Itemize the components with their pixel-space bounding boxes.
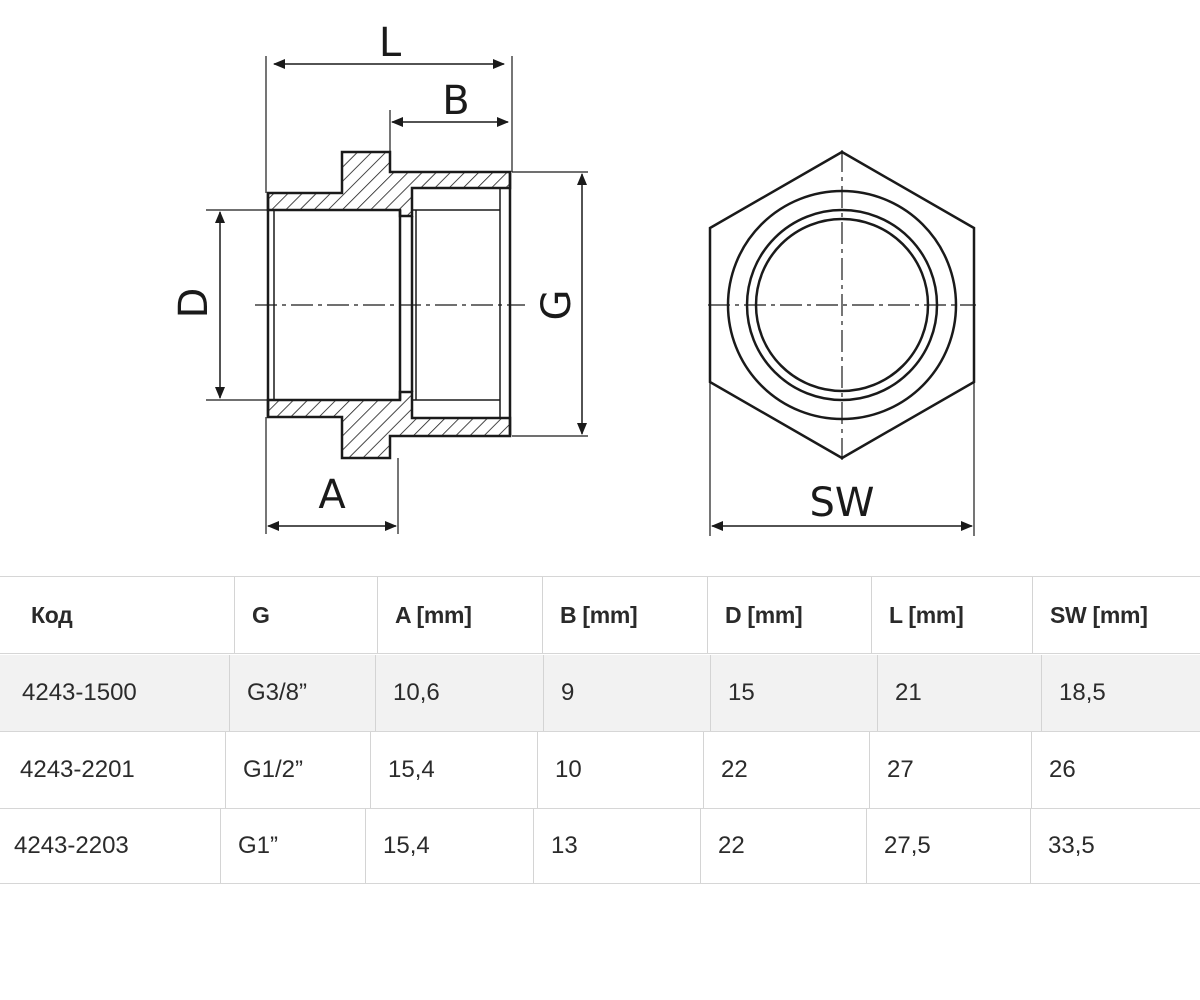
cell-sw: 18,5 [1041,655,1200,731]
table-row: 4243-1500 G3/8” 10,6 9 15 21 18,5 [0,655,1200,732]
cell-sw: 33,5 [1030,808,1200,883]
cell-code: 4243-2201 [20,756,135,783]
cell-a: 15,4 [365,808,533,883]
cell-a: 15,4 [370,732,537,808]
cell-d: 22 [700,808,866,883]
header-l: L [mm] [871,577,1032,653]
table-row: 4243-2201 G1/2” 15,4 10 22 27 26 [0,732,1200,809]
cell-a: 10,6 [375,655,543,731]
cell-b: 13 [533,808,700,883]
cell-code: 4243-2203 [14,831,129,859]
cell-d: 15 [710,655,877,731]
header-code: Код [31,601,73,628]
cell-l: 21 [877,655,1041,731]
dim-label-sw: SW [810,480,875,526]
cell-b: 9 [543,655,710,731]
cell-sw: 26 [1031,732,1200,808]
cell-d: 22 [703,732,869,808]
header-sw: SW [mm] [1032,577,1200,653]
cell-l: 27,5 [866,808,1030,883]
technical-drawing: L B D G A SW [171,20,976,536]
header-d: D [mm] [707,577,871,653]
cell-g: G1/2” [225,732,370,808]
hexagon-end-view [708,150,976,536]
cell-code: 4243-1500 [22,679,137,706]
side-section-view [206,56,588,534]
dim-label-a: A [318,472,346,518]
table-row: 4243-2203 G1” 15,4 13 22 27,5 33,5 [0,808,1200,884]
cell-g: G3/8” [229,655,375,731]
table-header: Код G A [mm] B [mm] D [mm] L [mm] SW [mm… [0,576,1200,654]
cell-g: G1” [220,808,365,883]
header-b: B [mm] [542,577,707,653]
header-a: A [mm] [377,577,542,653]
cell-b: 10 [537,732,703,808]
dim-label-l: L [379,20,402,66]
dim-label-d: D [171,288,217,319]
header-g: G [234,577,377,653]
cell-l: 27 [869,732,1031,808]
dim-label-b: B [442,78,469,124]
dim-label-g: G [534,290,580,321]
